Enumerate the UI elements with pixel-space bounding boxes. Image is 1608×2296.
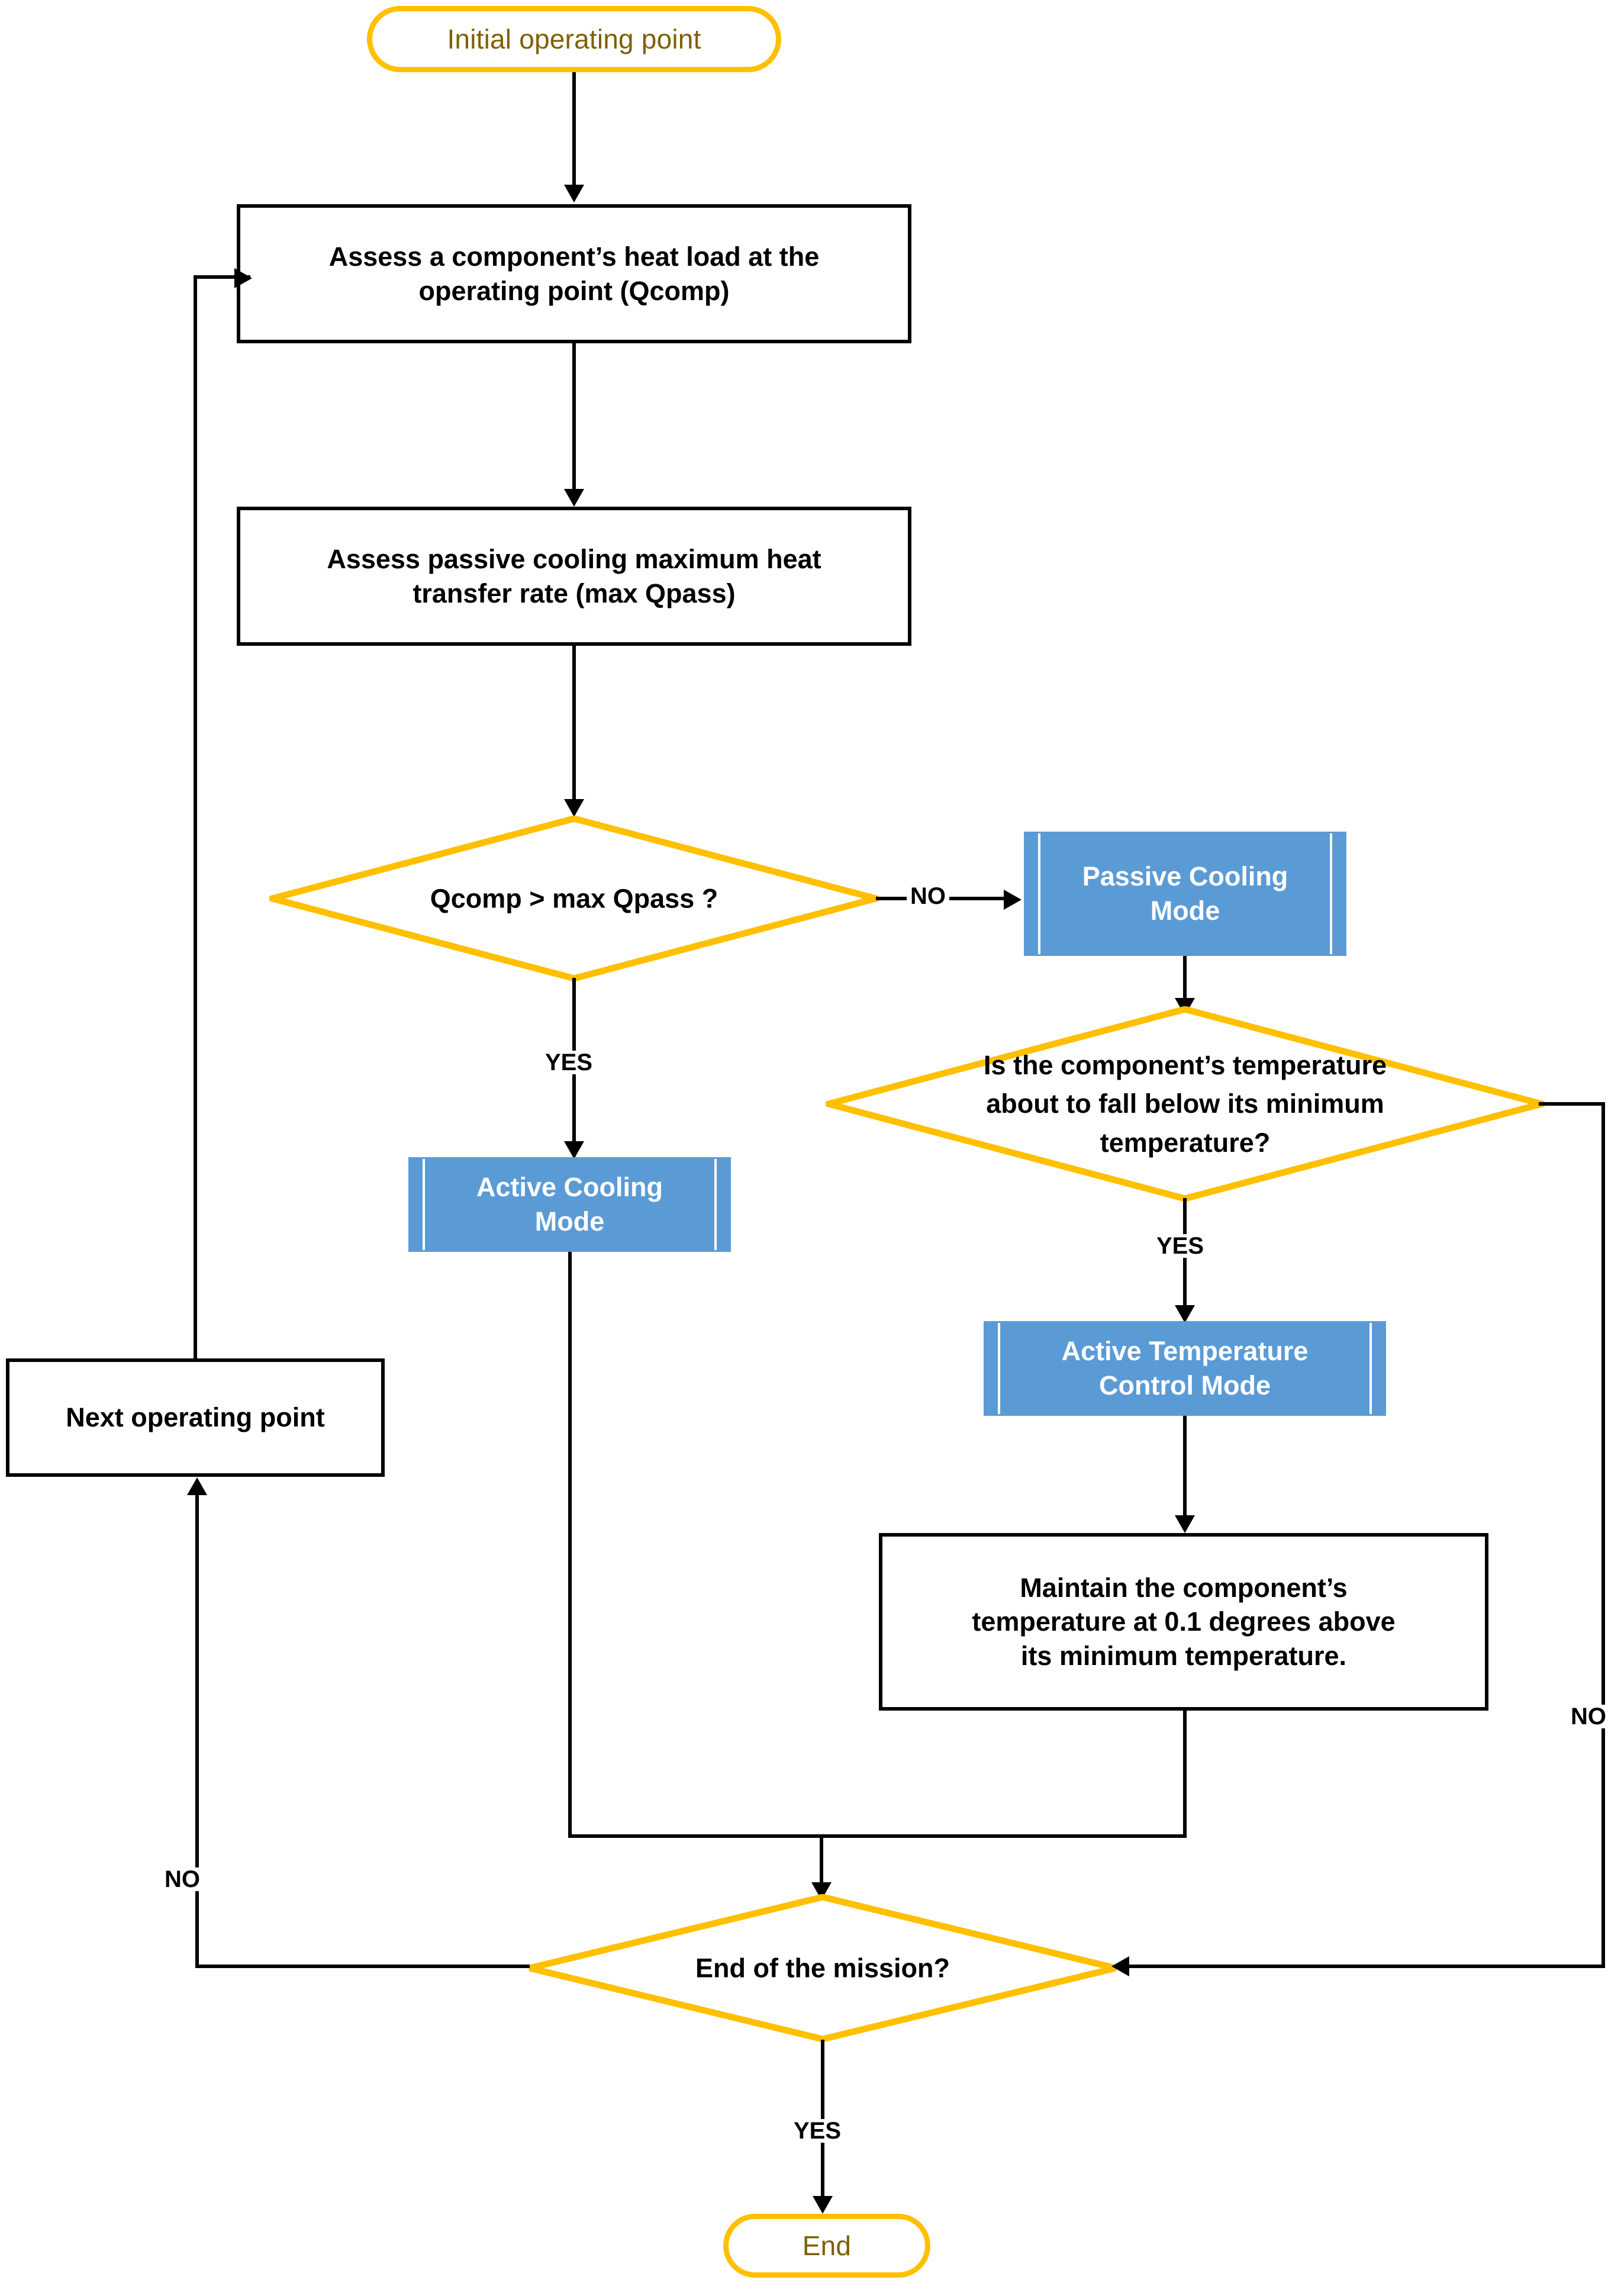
arrowhead-maintain-temp-top [1175, 1515, 1195, 1533]
node-decision-end-mission-label: End of the mission? [695, 1953, 950, 1983]
arrowhead-assess-heat-load-left [234, 268, 252, 288]
arrowhead-assess-passive-top [564, 489, 584, 507]
arrowhead-next-operating-point-bottom [187, 1477, 207, 1495]
node-decision-min-temp-line-3: temperature? [1100, 1127, 1271, 1158]
node-next-operating-point-label: Next operating point [66, 1402, 325, 1433]
node-maintain-temp-line-2: temperature at 0.1 degrees above [972, 1606, 1396, 1637]
node-active-temp-control-mode-line-1: Active Temperature [1061, 1336, 1309, 1367]
edge-active-cooling-down [568, 1252, 572, 1838]
edge-mission-no-vertical [195, 1492, 199, 1968]
node-decision-min-temp[interactable]: Is the component’s temperature about to … [826, 1006, 1545, 1202]
node-assess-heat-load[interactable]: Assess a component’s heat load at the op… [237, 204, 911, 343]
node-maintain-temp-line-1: Maintain the component’s [1020, 1572, 1348, 1603]
node-decision-min-temp-line-1: Is the component’s temperature [984, 1050, 1387, 1081]
edge-label-qcomp-no: NO [907, 884, 949, 908]
node-passive-cooling-mode-line-2: Mode [1150, 896, 1220, 926]
node-assess-passive[interactable]: Assess passive cooling maximum heat tran… [237, 507, 911, 646]
edge-label-mission-no: NO [161, 1867, 204, 1891]
node-active-temp-control-mode-line-2: Control Mode [1099, 1370, 1271, 1400]
node-end-label: End [802, 2230, 852, 2261]
edge-start-to-assess-heat-load [572, 72, 576, 186]
edge-mission-no-bottom [195, 1965, 530, 1968]
node-maintain-temp-line-3: its minimum temperature. [1020, 1640, 1347, 1671]
arrowhead-end-top [813, 2196, 833, 2214]
edge-label-min-temp-yes: YES [1153, 1234, 1208, 1258]
edge-min-temp-no-vertical [1601, 1102, 1605, 1968]
edge-min-temp-no-bottom [1124, 1965, 1605, 1968]
node-maintain-temp[interactable]: Maintain the component’s temperature at … [879, 1533, 1488, 1711]
arrowhead-assess-heat-load-top [564, 185, 584, 202]
node-assess-passive-line-1: Assess passive cooling maximum heat [327, 543, 821, 574]
edge-merge-horizontal [568, 1834, 1187, 1838]
node-next-operating-point[interactable]: Next operating point [6, 1358, 385, 1477]
arrowhead-passive-cooling-left [1004, 890, 1021, 910]
node-start[interactable]: Initial operating point [367, 6, 781, 72]
node-active-temp-control-mode[interactable]: Active Temperature Control Mode [984, 1321, 1386, 1416]
edge-label-mission-yes: YES [790, 2119, 845, 2143]
node-end[interactable]: End [723, 2214, 930, 2278]
arrowhead-decision-end-mission-right [1111, 1956, 1129, 1976]
edge-merge-to-decision-end-mission [820, 1834, 823, 1896]
node-decision-qcomp-label: Qcomp > max Qpass ? [430, 883, 718, 914]
node-passive-cooling-mode[interactable]: Passive Cooling Mode [1024, 832, 1346, 956]
node-decision-qcomp[interactable]: Qcomp > max Qpass ? [269, 816, 879, 981]
node-passive-cooling-mode-line-1: Passive Cooling [1082, 861, 1288, 892]
edge-label-min-temp-no: NO [1567, 1705, 1608, 1728]
node-active-cooling-mode-line-1: Active Cooling [476, 1172, 663, 1203]
arrowhead-active-temp-control-top [1175, 1305, 1195, 1323]
node-decision-min-temp-label: Is the component’s temperature about to … [984, 1046, 1387, 1162]
node-active-cooling-mode[interactable]: Active Cooling Mode [408, 1157, 731, 1252]
node-assess-heat-load-line-1: Assess a component’s heat load at the [328, 241, 820, 272]
edge-active-temp-control-to-maintain [1183, 1416, 1187, 1522]
edge-label-qcomp-yes: YES [542, 1051, 597, 1074]
node-decision-end-mission[interactable]: End of the mission? [527, 1894, 1119, 2042]
node-assess-passive-line-2: transfer rate (max Qpass) [413, 578, 736, 608]
edge-next-operating-point-to-assess-heat-load [194, 275, 250, 279]
node-assess-heat-load-line-2: operating point (Qcomp) [418, 275, 730, 306]
edge-assess-heat-load-to-assess-passive [572, 343, 576, 491]
edge-min-temp-no-top [1539, 1102, 1605, 1106]
node-start-label: Initial operating point [447, 24, 701, 54]
edge-next-operating-point-up [194, 275, 197, 1360]
arrowhead-active-cooling-top [564, 1141, 584, 1159]
node-decision-min-temp-line-2: about to fall below its minimum [986, 1089, 1384, 1119]
node-active-cooling-mode-line-2: Mode [534, 1206, 605, 1236]
decision-end-mission-diamond-icon [529, 1894, 1117, 2042]
edge-maintain-temp-down [1183, 1711, 1187, 1838]
edge-passive-cooling-to-decision-min-temp [1183, 956, 1187, 1012]
arrowhead-decision-qcomp-top [564, 799, 584, 817]
edge-assess-passive-to-decision-qcomp [572, 646, 576, 814]
